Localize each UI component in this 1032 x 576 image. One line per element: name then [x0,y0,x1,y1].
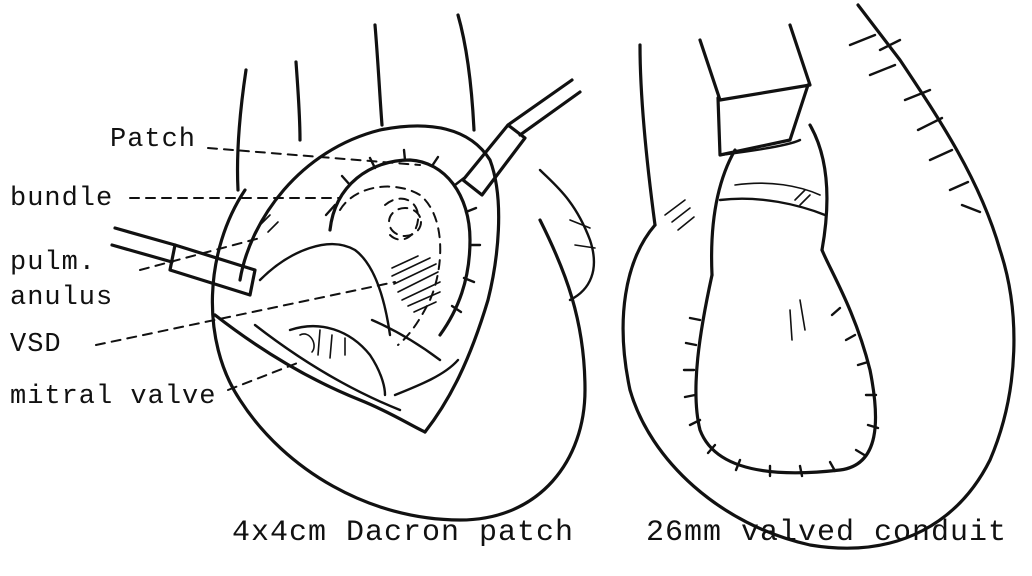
caption-left: 4x4cm Dacron patch [232,516,574,550]
right-heart-figure [623,5,1014,548]
label-bundle: bundle [10,186,113,213]
label-patch: Patch [110,127,196,154]
label-pulm: pulm. [10,250,96,277]
opening-rim [240,126,499,432]
left-heart-figure [112,15,595,520]
valved-conduit [700,25,810,100]
right-retractor [463,125,525,195]
right-heart-outline [623,5,1014,548]
label-anulus: anulus [10,285,113,312]
vsd-hatching [392,256,440,312]
label-mitral-valve: mitral valve [10,384,216,411]
caption-right: 26mm valved conduit [646,516,1007,550]
left-heart-outline [212,190,585,520]
label-vsd: VSD [10,332,62,359]
